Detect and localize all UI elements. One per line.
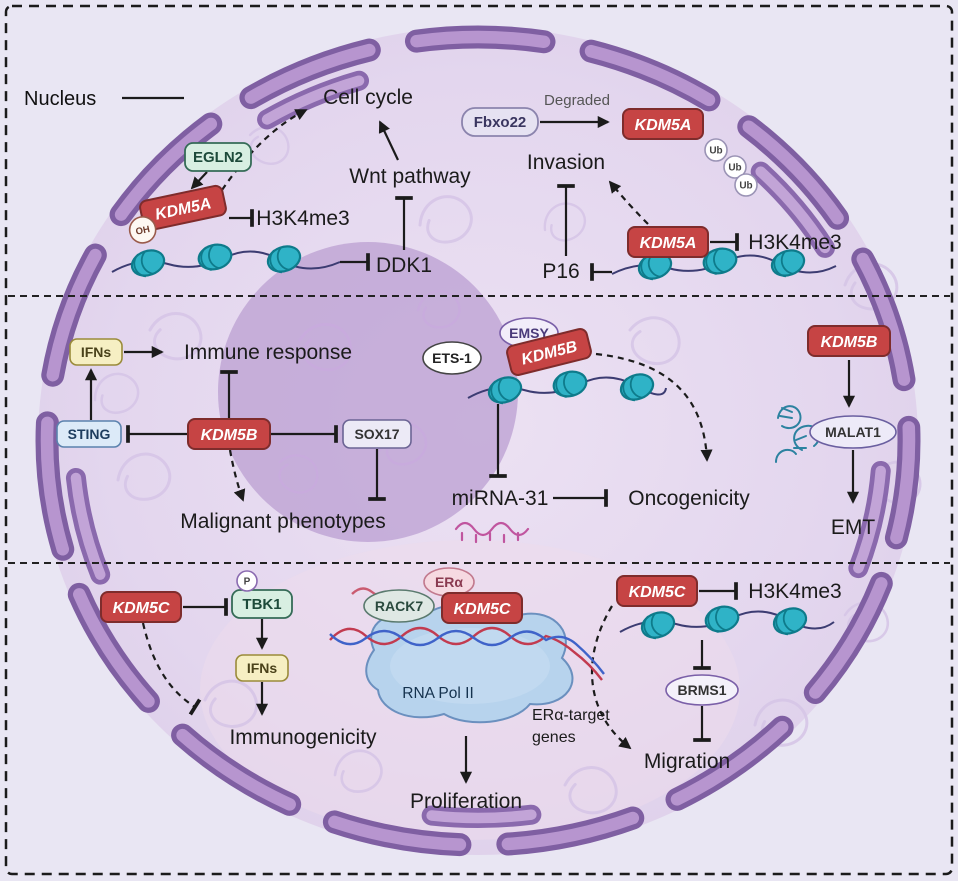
rack7-label: RACK7	[375, 598, 423, 614]
kdm5b-label: KDM5B	[821, 334, 878, 351]
label-oncogenicity: Oncogenicity	[628, 487, 750, 510]
label-p16: P16	[542, 260, 579, 283]
rna-pol-ii-inner	[390, 628, 550, 704]
dna-strand-blue	[329, 629, 605, 675]
section-kdm5b: Immune response Malignant phenotypes miR…	[56, 317, 897, 544]
fbxo22-label: Fbxo22	[474, 114, 527, 131]
label-cell-cycle: Cell cycle	[323, 86, 413, 109]
ets1-oval: ETS-1	[422, 341, 482, 375]
mirna-squiggle	[454, 521, 530, 544]
nucleus-label: Nucleus	[24, 88, 96, 110]
kdm5a-label: KDM5A	[635, 117, 692, 134]
label-era-target-1: ERα-target	[532, 707, 610, 724]
rna-pol-ii-complex: RNA Pol II	[329, 587, 605, 724]
label-era-target-2: genes	[532, 729, 576, 746]
section-dividers	[4, 4, 954, 876]
er-alpha-label: ERα	[435, 574, 463, 590]
er-alpha-oval: ERα	[423, 567, 475, 597]
label-h3k4me3-top-left: H3K4me3	[256, 207, 349, 230]
section-kdm5c: RNA Pol II RACK7 ERα KDM5C KDM5C TBK1	[100, 567, 842, 813]
egln2-box: EGLN2	[184, 142, 252, 172]
phospho-circle: P	[236, 570, 258, 592]
kdm5a-label: KDM5A	[640, 235, 697, 252]
brms1-label: BRMS1	[677, 682, 726, 698]
kdm5c-box-2: KDM5C	[441, 592, 523, 624]
sting-box: STING	[56, 420, 122, 448]
dashed-arrow-kdm5a-to-invasion	[608, 180, 649, 225]
kdm5a-box-2: KDM5A	[622, 108, 704, 140]
nuclear-membrane	[35, 25, 921, 857]
dashed-arrow-kdm5a-to-cellcycle	[221, 109, 308, 191]
oh-modification	[128, 216, 157, 244]
ub-label: Ub	[739, 181, 752, 192]
label-invasion: Invasion	[527, 151, 605, 174]
dashed-inhibit-kdm5c-immunogenicity	[141, 622, 202, 716]
fbxo22-box: Fbxo22	[461, 107, 539, 137]
label-degraded: Degraded	[544, 92, 610, 109]
malat1-oval: MALAT1	[809, 415, 897, 449]
malat1-label: MALAT1	[825, 424, 881, 440]
rna-pol-ii-label: RNA Pol II	[402, 685, 474, 702]
phospho-label: P	[244, 577, 251, 588]
tbk1-box: TBK1	[231, 589, 293, 619]
ifns-label: IFNs	[81, 344, 112, 360]
label-proliferation: Proliferation	[410, 790, 522, 813]
label-malignant-phenotypes: Malignant phenotypes	[180, 510, 385, 533]
emsy-label: EMSY	[509, 325, 549, 341]
label-emt: EMT	[831, 516, 876, 539]
label-h3k4me3-bottom: H3K4me3	[748, 580, 841, 603]
nucleolus	[218, 242, 518, 542]
oh-label: OH	[135, 224, 151, 238]
ifns-box-middle: IFNs	[69, 338, 123, 366]
ubiquitin-chain: Ub Ub Ub	[704, 138, 758, 197]
figure-border	[4, 4, 954, 876]
kdm5c-label: KDM5C	[629, 584, 686, 601]
dna-strand-red	[329, 626, 603, 681]
ub-label: Ub	[709, 146, 722, 157]
arrow-egln2-to-kdm5a	[190, 171, 208, 190]
dashed-arrow-kdm5c-to-migration	[590, 605, 632, 750]
kdm5b-label: KDM5B	[201, 427, 258, 444]
rack7-oval: RACK7	[363, 589, 435, 623]
kdm5c-label: KDM5C	[454, 601, 511, 618]
sox17-box: SOX17	[342, 419, 412, 449]
label-mirna31: miRNA-31	[452, 487, 549, 510]
sox17-label: SOX17	[354, 426, 399, 442]
kdm5b-box-2: KDM5B	[506, 328, 592, 376]
label-migration: Migration	[644, 750, 730, 773]
kdm5a-box-3: KDM5A	[627, 226, 709, 258]
ub-label: Ub	[728, 163, 741, 174]
dashed-arrow-complex-to-oncogenicity	[595, 352, 713, 462]
label-immunogenicity: Immunogenicity	[229, 726, 377, 749]
kdm5a-box-1: KDM5A OH	[128, 184, 227, 244]
sting-label: STING	[68, 426, 111, 442]
egln2-label: EGLN2	[193, 149, 243, 166]
kdm5b-box-3: KDM5B	[807, 325, 891, 357]
dashed-arrow-kdm5b-to-malignant	[228, 449, 246, 502]
tbk1-label: TBK1	[242, 596, 281, 613]
kdm5c-label: KDM5C	[113, 600, 170, 617]
ifns-label: IFNs	[247, 660, 278, 676]
section-kdm5a: Nucleus Cell cycle Wnt pathway DDK1 H3K4…	[24, 86, 842, 285]
kdm5c-box-1: KDM5C	[100, 591, 182, 623]
kdm5c-box-3: KDM5C	[616, 575, 698, 607]
label-immune-response: Immune response	[184, 341, 352, 364]
kdm5b-box-1: KDM5B	[187, 418, 271, 450]
ifns-box-bottom: IFNs	[235, 654, 289, 682]
arrow-wnt-to-cellcycle	[378, 120, 399, 161]
brms1-oval: BRMS1	[665, 674, 739, 706]
label-wnt-pathway: Wnt pathway	[349, 165, 471, 188]
ets1-label: ETS-1	[432, 350, 472, 366]
label-ddk1: DDK1	[376, 254, 432, 277]
label-h3k4me3-top-right: H3K4me3	[748, 231, 841, 254]
